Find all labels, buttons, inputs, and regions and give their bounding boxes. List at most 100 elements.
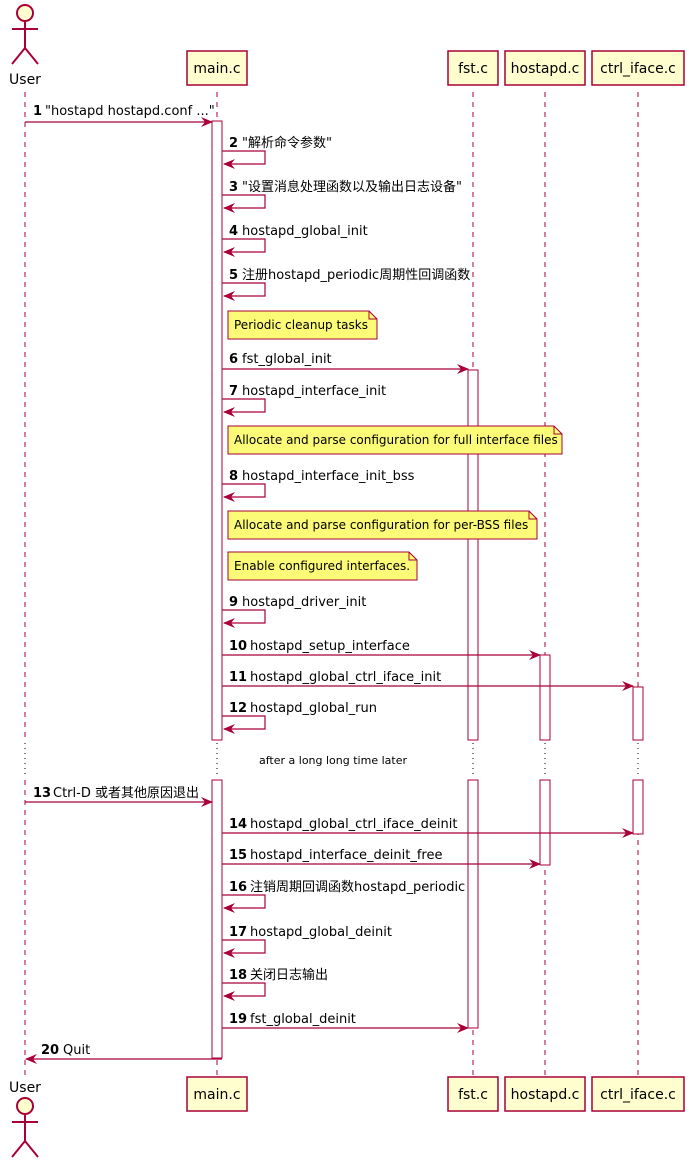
message-label: hostapd_global_run xyxy=(250,701,377,716)
actor-user-bottom: User xyxy=(9,1080,41,1158)
message-3: 3 "设置消息处理函数以及输出日志设备" xyxy=(222,179,462,213)
message-2: 2 "解析命令参数" xyxy=(222,135,332,169)
message-label: hostapd_interface_init xyxy=(242,384,386,399)
message-8: 8 hostapd_interface_init_bss xyxy=(222,469,415,502)
message-label: fst_global_deinit xyxy=(250,1012,356,1027)
participant-main-label-top: main.c xyxy=(193,61,240,77)
message-number: 7 xyxy=(229,384,238,399)
participant-ctrl-label-top: ctrl_iface.c xyxy=(600,61,676,77)
message-number: 18 xyxy=(229,968,247,983)
message-number: 3 xyxy=(229,180,238,195)
notes: Periodic cleanup tasks Allocate and pars… xyxy=(227,310,563,581)
message-6: 6 fst_global_init xyxy=(222,352,469,374)
participants-top: User main.c fst.c hostapd.c ctrl_iface.c xyxy=(9,4,685,88)
message-5: 5 注册hostapd_periodic周期性回调函数 xyxy=(222,268,470,301)
message-13: 13 Ctrl-D 或者其他原因退出 xyxy=(25,786,213,807)
message-label: hostapd_global_ctrl_iface_init xyxy=(250,670,441,685)
lifeline-gap-dots xyxy=(24,743,639,778)
message-arrow-self xyxy=(222,282,266,301)
message-number: 9 xyxy=(229,595,238,610)
message-number: 5 xyxy=(229,268,238,283)
message-label: 关闭日志输出 xyxy=(250,967,328,983)
note-label: Enable configured interfaces. xyxy=(234,559,410,573)
message-number: 20 xyxy=(41,1043,59,1058)
message-arrow-self xyxy=(222,150,266,169)
actor-user-top: User xyxy=(9,4,41,88)
message-label: "解析命令参数" xyxy=(242,135,332,151)
note-label: Allocate and parse configuration for ful… xyxy=(234,433,558,447)
message-label: hostapd_interface_deinit_free xyxy=(250,848,442,863)
message-16: 16 注销周期回调函数hostapd_periodic xyxy=(222,880,465,913)
message-11: 11 hostapd_global_ctrl_iface_init xyxy=(222,670,634,691)
message-18: 18 关闭日志输出 xyxy=(222,967,328,1001)
participant-fst-label-bottom: fst.c xyxy=(458,1087,488,1103)
activation-hostapd-2 xyxy=(539,779,551,866)
message-label: hostapd_driver_init xyxy=(242,595,366,610)
participant-ctrl-top: ctrl_iface.c xyxy=(591,50,685,86)
activation-fst-1 xyxy=(467,369,479,741)
message-label: "设置消息处理函数以及输出日志设备" xyxy=(242,179,462,195)
activation-ctrl-2 xyxy=(632,779,644,835)
activation-fst-2 xyxy=(467,779,479,1029)
message-number: 1 xyxy=(33,104,42,119)
message-label: "hostapd hostapd.conf ..." xyxy=(45,104,215,119)
message-label: hostapd_setup_interface xyxy=(250,639,410,654)
participant-ctrl-bottom: ctrl_iface.c xyxy=(591,1076,685,1112)
message-arrow-self xyxy=(222,483,266,502)
participant-fst-bottom: fst.c xyxy=(447,1076,499,1112)
note-enable-interfaces: Enable configured interfaces. xyxy=(227,551,418,581)
actor-user-label-top: User xyxy=(9,72,41,88)
message-1: 1 "hostapd hostapd.conf ..." xyxy=(25,104,215,127)
message-arrow-self xyxy=(222,715,266,734)
message-label: hostapd_global_deinit xyxy=(250,925,392,940)
activation-hostapd-1 xyxy=(539,654,551,741)
message-label: hostapd_global_init xyxy=(242,224,368,239)
message-19: 19 fst_global_deinit xyxy=(222,1012,469,1033)
participant-hostapd-top: hostapd.c xyxy=(504,50,586,86)
message-14: 14 hostapd_global_ctrl_iface_deinit xyxy=(222,817,634,838)
message-number: 19 xyxy=(229,1012,247,1027)
participant-hostapd-label-bottom: hostapd.c xyxy=(511,1087,580,1103)
message-label: hostapd_global_ctrl_iface_deinit xyxy=(250,817,458,832)
divider-label: after a long long time later xyxy=(259,754,407,767)
message-arrow-self xyxy=(222,894,266,913)
note-full-interface: Allocate and parse configuration for ful… xyxy=(227,425,563,455)
message-arrow-self xyxy=(222,238,266,257)
message-number: 6 xyxy=(229,352,238,367)
message-number: 13 xyxy=(33,786,51,801)
message-12: 12 hostapd_global_run xyxy=(222,701,377,734)
message-20: 20 Quit xyxy=(25,1043,222,1064)
participant-hostapd-label-top: hostapd.c xyxy=(511,61,580,77)
message-7: 7 hostapd_interface_init xyxy=(222,384,386,417)
participant-main-bottom: main.c xyxy=(186,1076,248,1112)
message-label: 注销周期回调函数hostapd_periodic xyxy=(250,880,465,895)
message-number: 11 xyxy=(229,670,247,685)
message-arrow-self xyxy=(222,982,266,1001)
actor-user-label-bottom: User xyxy=(9,1080,41,1096)
message-number: 10 xyxy=(229,639,247,654)
participant-main-top: main.c xyxy=(186,50,248,86)
note-periodic-cleanup: Periodic cleanup tasks xyxy=(227,310,378,340)
note-label: Allocate and parse configuration for per… xyxy=(234,518,528,532)
message-17: 17 hostapd_global_deinit xyxy=(222,925,392,958)
activation-bars xyxy=(211,120,644,1059)
time-divider: after a long long time later xyxy=(259,754,407,767)
message-label: fst_global_init xyxy=(242,352,332,367)
participant-ctrl-label-bottom: ctrl_iface.c xyxy=(600,1087,676,1103)
message-number: 4 xyxy=(229,224,238,239)
note-label: Periodic cleanup tasks xyxy=(234,318,368,332)
message-label: Ctrl-D 或者其他原因退出 xyxy=(53,786,199,801)
message-10: 10 hostapd_setup_interface xyxy=(222,639,541,660)
message-arrow-self xyxy=(222,939,266,958)
message-4: 4 hostapd_global_init xyxy=(222,224,368,257)
message-arrow-self xyxy=(222,398,266,417)
activation-main-1 xyxy=(211,120,223,741)
message-number: 17 xyxy=(229,925,247,940)
participant-fst-top: fst.c xyxy=(447,50,499,86)
message-number: 16 xyxy=(229,880,247,895)
participants-bottom: User main.c fst.c hostapd.c ctrl_iface.c xyxy=(9,1076,685,1158)
message-label: Quit xyxy=(63,1043,90,1058)
message-15: 15 hostapd_interface_deinit_free xyxy=(222,848,541,869)
participant-main-label-bottom: main.c xyxy=(193,1087,240,1103)
